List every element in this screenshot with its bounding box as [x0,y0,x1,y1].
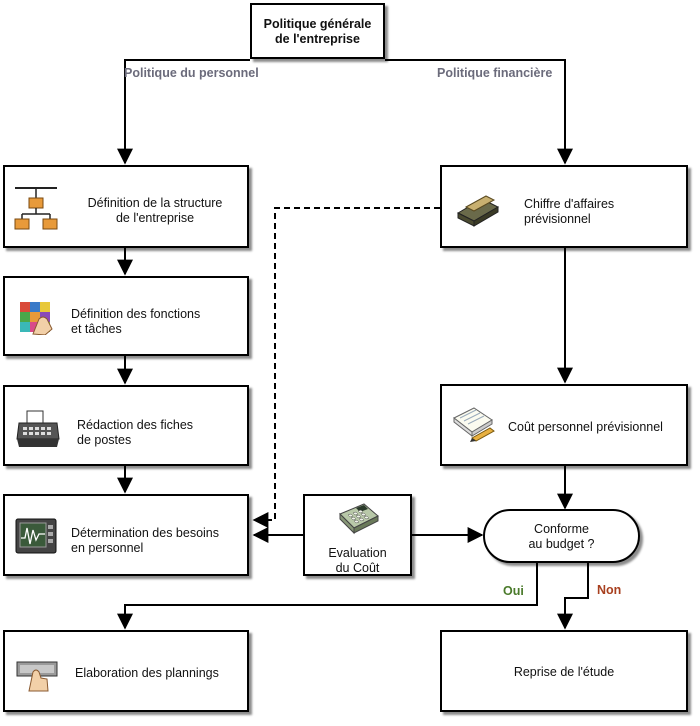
node-structure-label: Définition de la structure de l'entrepri… [87,196,223,225]
calculator-icon [339,503,379,535]
node-politique-generale-label: Politique générale de l'entreprise [263,17,372,46]
node-reprise-label: Reprise de l'étude [513,665,615,679]
arrow-top-to-structure [117,59,250,165]
node-chiffre: Chiffre d'affaires prévisionnel [440,165,688,248]
label-oui: Oui [503,584,524,598]
dashed-chiffre-to-besoins [252,207,440,528]
label-non: Non [597,583,622,597]
node-cout-label: Coût personnel prévisionnel [508,420,663,434]
arrow-oui-to-plannings [117,562,538,630]
node-plannings-label: Elaboration des plannings [75,666,219,680]
node-fonctions: Définition des fonctions et tâches [3,276,249,356]
node-besoins-label: Détermination des besoins en personnel [71,526,219,555]
arrow-non-to-reprise [557,562,589,630]
grid-hand-icon [20,302,53,335]
node-fiches-label: Rédaction des fiches de postes [77,418,194,447]
node-fiches: Rédaction des fiches de postes [3,385,249,466]
notepad-pencil-icon [453,407,495,442]
monitor-icon [15,518,57,554]
node-fonctions-label: Définition des fonctions et tâches [71,307,201,336]
arrow-top-to-chiffre [385,59,573,165]
node-evaluation: Evaluation du Coût [303,494,412,576]
money-stack-icon [456,195,500,227]
node-politique-generale: Politique générale de l'entreprise [250,3,385,59]
node-besoins: Détermination des besoins en personnel [3,494,249,576]
node-cout: Coût personnel prévisionnel [440,384,688,466]
org-chart-icon [14,187,58,230]
hand-button-icon [16,661,58,692]
node-conforme-label: Conforme au budget ? [528,522,595,551]
typewriter-icon [16,410,60,447]
node-reprise: Reprise de l'étude [440,630,688,712]
node-evaluation-label: Evaluation du Coût [328,546,387,575]
node-conforme-decision: Conforme au budget ? [483,509,640,563]
label-politique-financiere: Politique financière [437,66,553,80]
label-politique-personnel: Politique du personnel [124,66,259,80]
node-structure: Définition de la structure de l'entrepri… [3,165,249,248]
node-chiffre-label: Chiffre d'affaires prévisionnel [524,197,615,226]
node-plannings: Elaboration des plannings [3,630,249,712]
